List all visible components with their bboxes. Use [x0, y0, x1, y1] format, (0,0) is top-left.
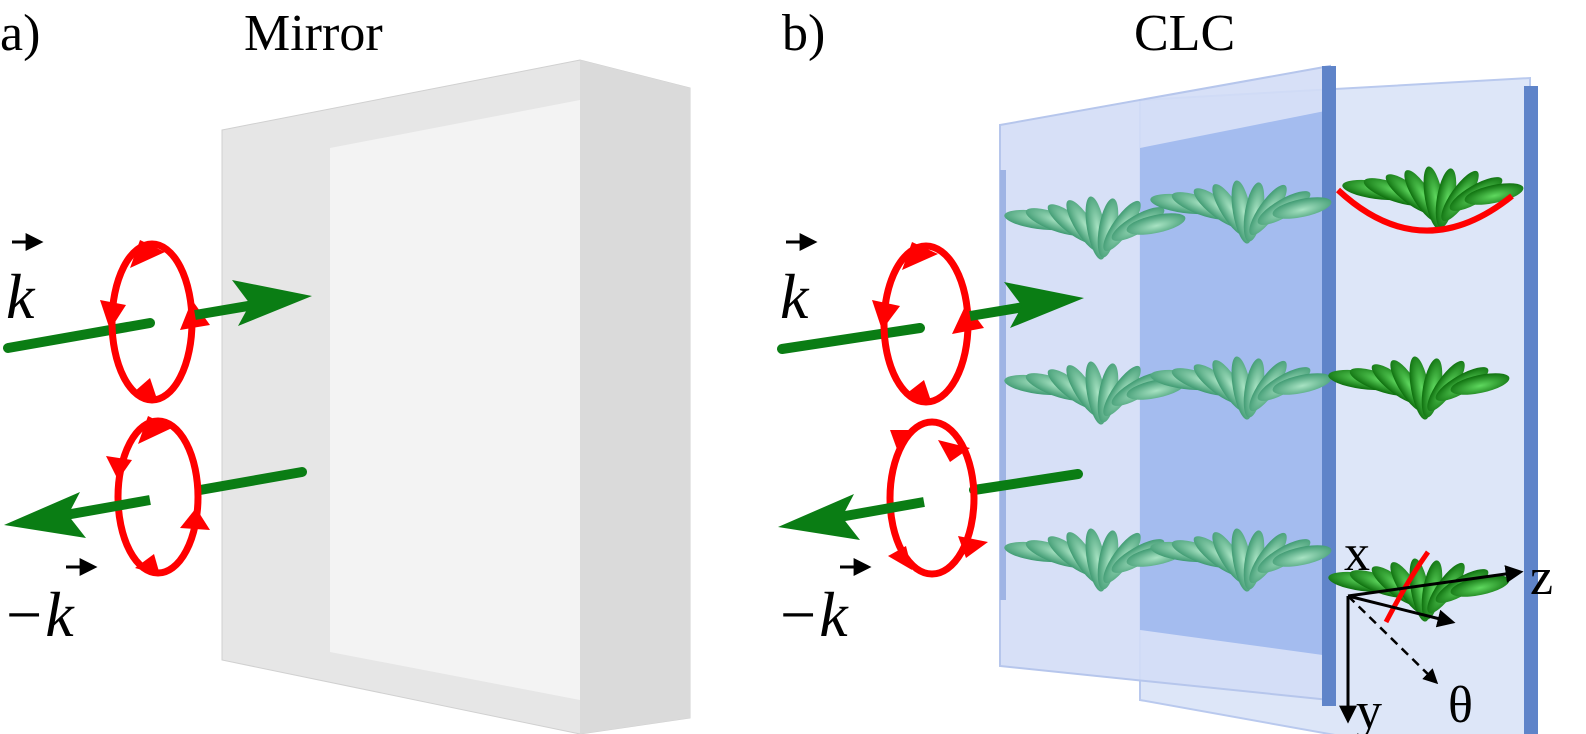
label-k: k	[6, 261, 36, 332]
coordinate-axes: x y z θ	[1339, 525, 1553, 734]
clc-reflected-beam-arrowhead	[778, 494, 860, 540]
incident-beam-tail	[3, 318, 155, 353]
panel-a-letter: a)	[0, 5, 40, 62]
mirror-inner-face	[330, 100, 580, 700]
reflected-beam-arrowhead	[4, 492, 86, 538]
axis-x-label: x	[1344, 525, 1370, 582]
clc-label-minus-k: −k	[776, 579, 849, 650]
helix-arc-bottom	[1383, 550, 1431, 624]
axis-x-line	[1347, 594, 1456, 628]
panel-b: b) CLC	[776, 5, 1553, 734]
incident-beam-arrowhead	[232, 280, 312, 326]
clc-reflected-beam-tail	[969, 469, 1083, 495]
axis-z-line	[1347, 565, 1524, 598]
mirror-slab	[221, 59, 691, 734]
panel-a: a) Mirror k −	[0, 5, 691, 734]
clc-label-k: k	[780, 261, 810, 332]
theta-direction-line	[1347, 595, 1439, 685]
clc-incident-beam-shaft	[969, 301, 1031, 321]
incident-polarization-circle	[100, 240, 210, 404]
reflected-beam-tail	[195, 467, 307, 495]
clc-incident-beam-arrowhead	[1004, 282, 1084, 328]
panel-b-letter: b)	[782, 5, 825, 62]
axis-y-label: y	[1356, 683, 1382, 734]
clc-reflected-beam-shaft	[833, 497, 925, 523]
panel-b-title: CLC	[1134, 5, 1235, 62]
theta-label: θ	[1448, 677, 1473, 734]
mirror-side-face	[580, 60, 690, 734]
clc-reflected-polarization-circle	[886, 418, 988, 578]
panel-a-title: Mirror	[244, 5, 383, 62]
label-minus-k: −k	[2, 579, 75, 650]
clc-incident-polarization-circle	[872, 242, 984, 406]
reflected-polarization-circle	[106, 416, 210, 577]
axis-z-label: z	[1530, 549, 1553, 606]
clc-incident-beam-tail	[777, 323, 925, 354]
helix-arc-top	[1335, 187, 1514, 234]
reflected-beam-shaft	[59, 495, 151, 521]
